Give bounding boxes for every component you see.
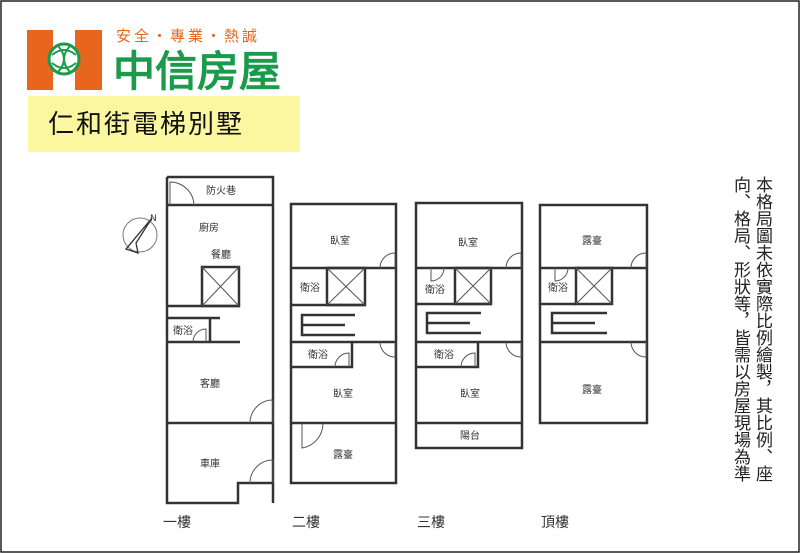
room-label: 衛浴 <box>548 281 568 294</box>
svg-text:N: N <box>150 214 157 224</box>
room-label: 廚房 <box>199 221 219 234</box>
room-label: 衛浴 <box>308 348 328 361</box>
title-banner <box>28 96 300 152</box>
room-label: 衛浴 <box>434 348 454 361</box>
room-label: 客廳 <box>200 377 220 390</box>
floor-plan-3f: 臥室 衛浴 衛浴 臥室 陽台 三樓 <box>414 201 524 531</box>
compass-north-icon: N <box>122 214 158 254</box>
floor-plan-1f: 防火巷 廚房 餐廳 衛浴 客廳 車庫 一樓 <box>163 175 275 531</box>
room-label: 車庫 <box>200 457 220 470</box>
floor-plan-2f: 臥室 衛浴 衛浴 臥室 露臺 二樓 <box>289 202 398 531</box>
room-label: 衛浴 <box>173 324 193 337</box>
room-label: 餐廳 <box>211 248 231 261</box>
brand-logo: 安全・專業・熱誠 中信房屋 <box>27 27 281 96</box>
room-label: 防火巷 <box>206 184 236 197</box>
floor-label: 頂樓 <box>541 515 569 531</box>
room-label: 臥室 <box>330 234 350 247</box>
room-label: 露臺 <box>333 448 353 461</box>
floor-label: 二樓 <box>292 515 320 531</box>
room-label: 露臺 <box>582 234 602 247</box>
room-label: 衛浴 <box>300 281 320 294</box>
room-label: 臥室 <box>460 387 480 400</box>
floor-label: 一樓 <box>163 515 191 531</box>
listing-title: 仁和街電梯別墅 <box>48 110 244 140</box>
floor-plan-roof: 露臺 衛浴 露臺 頂樓 <box>538 203 649 531</box>
room-label: 臥室 <box>458 236 478 249</box>
brand-name: 中信房屋 <box>113 47 281 96</box>
brand-slogan: 安全・專業・熱誠 <box>116 27 260 45</box>
room-label: 露臺 <box>582 383 602 396</box>
disclaimer-line-1: 本格局圖未依實際比例繪製，其比例、座 <box>752 176 773 482</box>
room-label: 衛浴 <box>425 283 445 296</box>
room-label: 臥室 <box>333 387 353 400</box>
floor-label: 三樓 <box>417 515 445 531</box>
disclaimer-line-2: 向、格局、形狀等，皆需以房屋現場為準 <box>730 176 751 482</box>
room-label: 陽台 <box>460 429 480 442</box>
